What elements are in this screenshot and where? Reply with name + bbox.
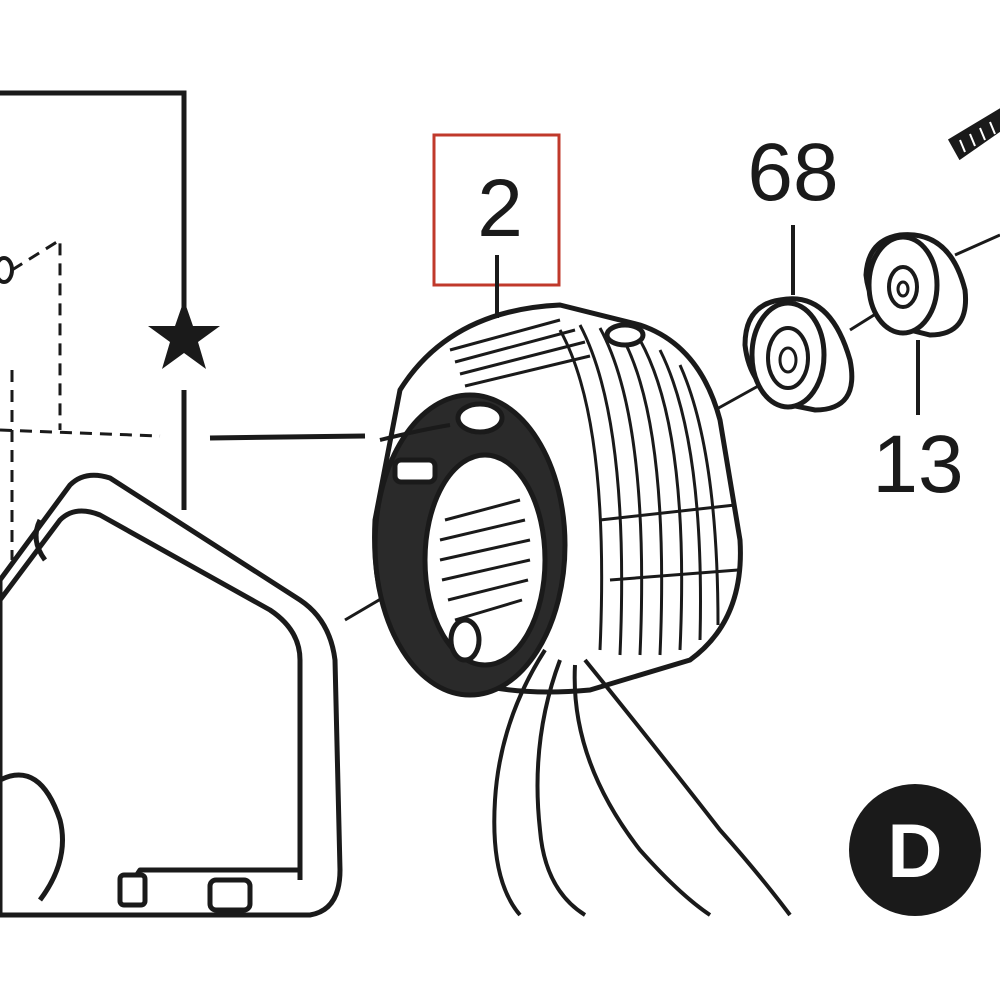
motor-housing: [0, 472, 343, 918]
assembly-bracket: [0, 90, 187, 510]
screw-icon-left: [0, 256, 14, 284]
section-badge-letter: D: [888, 809, 943, 894]
section-badge: D: [849, 784, 981, 916]
washer-13: [863, 232, 969, 338]
lead-wires: [379, 423, 792, 917]
callout-label-2: 2: [477, 163, 523, 254]
dashed-guide-lines: [0, 237, 161, 560]
bearing-68: [742, 296, 855, 413]
stator-assembly: [372, 302, 743, 698]
star-icon: [148, 300, 220, 369]
screw-icon-top-right: [947, 108, 1000, 161]
callout-label-13: 13: [872, 419, 963, 510]
callout-label-68: 68: [747, 127, 838, 218]
